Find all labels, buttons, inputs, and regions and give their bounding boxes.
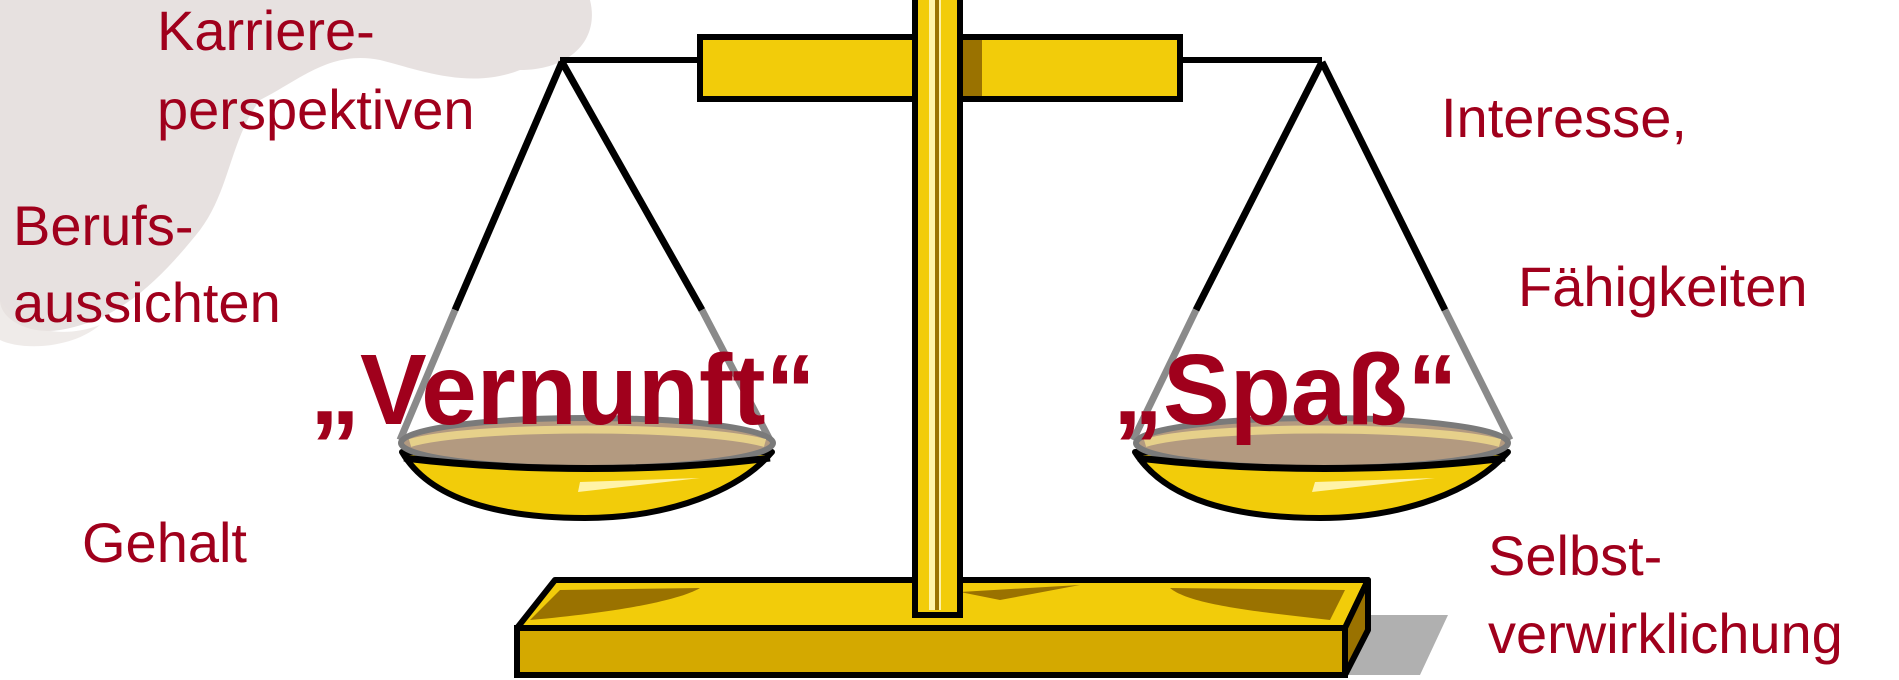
interest-label: Interesse, <box>1441 87 1687 150</box>
career-prospects-line1: Karriere- <box>157 0 375 63</box>
fun-heading: „Spaß“ <box>1113 340 1457 440</box>
career-prospects-line2: perspektiven <box>157 79 475 142</box>
reason-heading: „Vernunft“ <box>310 340 816 440</box>
self-realization-line1: Selbst- <box>1488 525 1662 588</box>
abilities-label: Fähigkeiten <box>1518 256 1808 319</box>
self-realization-line2: verwirklichung <box>1488 603 1843 666</box>
job-outlook-line2: aussichten <box>13 272 281 335</box>
center-post <box>915 0 960 615</box>
job-outlook-line1: Berufs- <box>13 195 194 258</box>
salary-label: Gehalt <box>82 512 247 575</box>
